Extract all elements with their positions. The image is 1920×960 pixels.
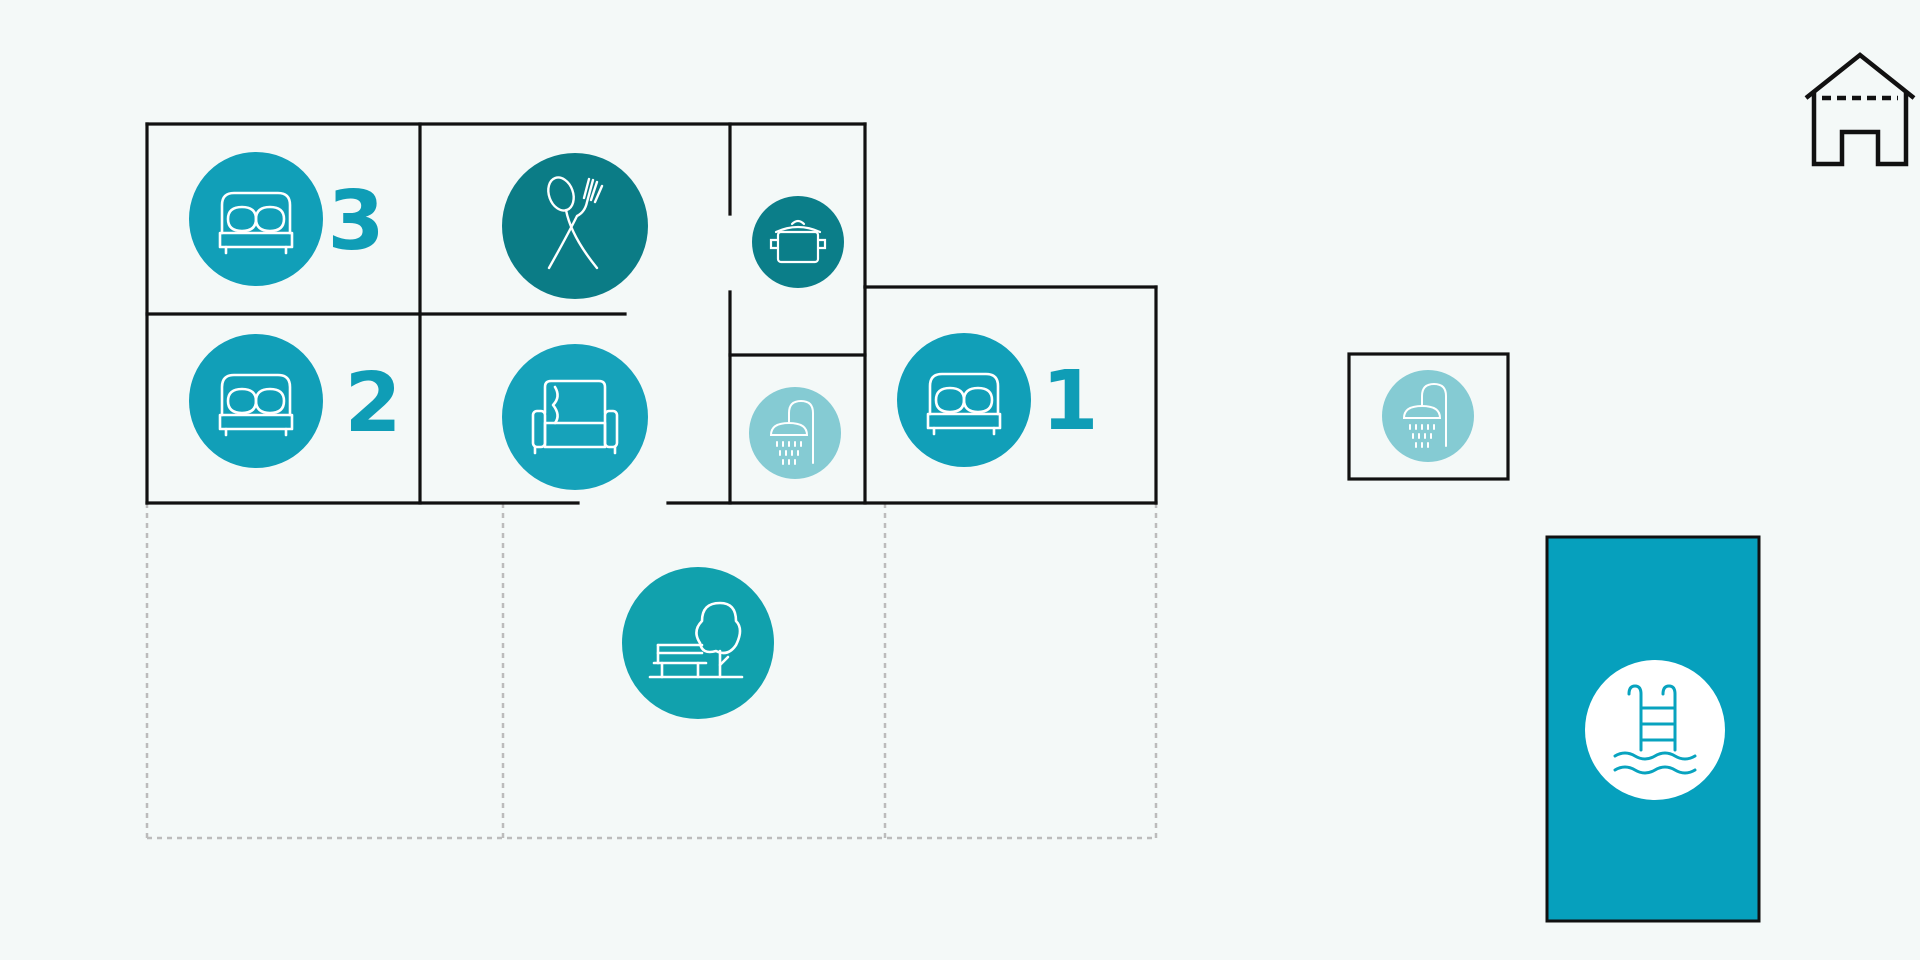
bedroom-1-number: 1 (1041, 354, 1099, 449)
fork-spoon-icon (547, 176, 604, 270)
outdoor-shower-icon-group (1382, 370, 1474, 462)
house-walls (145, 122, 1158, 505)
sofa-icon (531, 379, 619, 455)
bathroom-inside-circle (749, 387, 841, 479)
living-room-icon-group (502, 344, 648, 490)
garden-boundary (145, 503, 1158, 840)
dining-circle (502, 153, 648, 299)
pool-badge-circle (1585, 660, 1725, 800)
dining-icon-group (502, 153, 648, 299)
outdoor-shower-circle (1382, 370, 1474, 462)
park-bench-tree-icon (648, 601, 744, 679)
kitchen-circle (752, 196, 844, 288)
bedroom-2-number: 2 (344, 356, 402, 451)
bedroom-3-number: 3 (327, 174, 385, 269)
outdoor-shower-box (1347, 352, 1510, 481)
garden-icon-group (622, 567, 774, 719)
house-icon (1804, 52, 1916, 167)
pool-icon-group (1585, 660, 1725, 800)
bedroom-1-icon-group (897, 333, 1031, 467)
bathroom-inside-icon-group (749, 387, 841, 479)
garden-circle (622, 567, 774, 719)
pool-ladder-icon (1613, 684, 1697, 775)
bedroom-3-icon-group (189, 152, 323, 286)
kitchen-icon-group (752, 196, 844, 288)
bedroom-2-icon-group (189, 334, 323, 468)
living-room-circle (502, 344, 648, 490)
cooking-pot-icon (769, 219, 827, 264)
